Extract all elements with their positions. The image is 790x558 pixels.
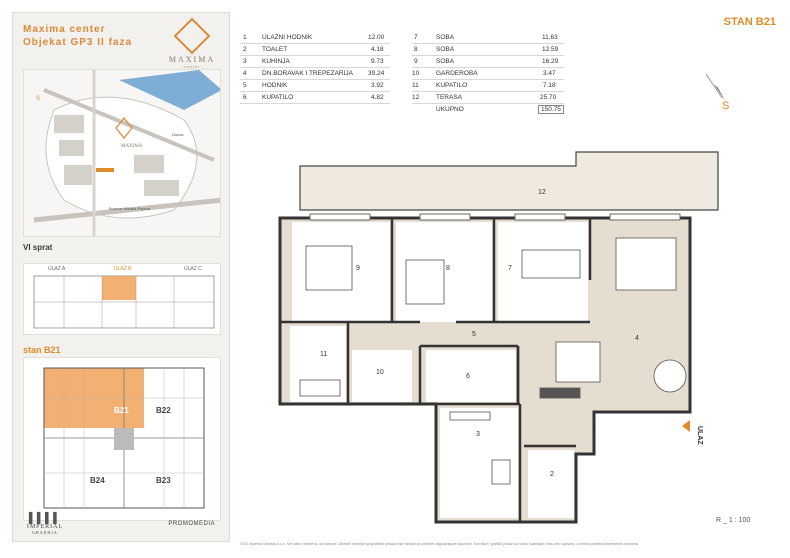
apartment-floor-plan: 12 9 8 7 4 5 6 10 11 3 1 2 ULAZ <box>278 151 719 524</box>
terrace <box>299 151 719 211</box>
entrance-b-label: ULAZ B <box>114 266 132 272</box>
room-2-toilet <box>528 450 574 518</box>
compass-label: S <box>722 100 730 112</box>
apartment-title: STAN B21 <box>723 16 776 28</box>
room-5-number: 5 <box>472 331 476 338</box>
imperial-name: IMPERIAL <box>26 524 64 530</box>
locator-drawing <box>43 367 205 509</box>
entrance-label: ULAZ <box>696 426 703 445</box>
promo-label: PROMOMEDIA <box>168 521 215 527</box>
room-9-number: 9 <box>356 265 360 272</box>
map-direction: S <box>36 96 40 102</box>
floor-overview: ULAZ A ULAZ B ULAZ C <box>23 263 221 335</box>
room-6-number: 6 <box>466 373 470 380</box>
room-10-wardrobe <box>352 350 412 402</box>
maxima-logo: MAXIMA center <box>163 17 221 71</box>
compass-icon <box>705 73 726 102</box>
room-8-number: 8 <box>446 265 450 272</box>
imperial-sub: GRADNJA <box>32 530 58 535</box>
unit-b22-label: B22 <box>156 406 171 415</box>
floor-label: VI sprat <box>23 243 53 252</box>
entrance-a-label: ULAZ A <box>48 266 66 272</box>
project-title: Maxima center Objekat GP3 II faza <box>23 23 132 49</box>
floor-overview-drawing <box>33 275 215 329</box>
disclaimer-text: ©GD Imperial Gradnja d.o.o. Sve slike ve… <box>240 542 639 546</box>
map-drawing: MAXIMA Dunav Bulevar Mihaila Pupina S <box>24 70 220 236</box>
project-title-line1: Maxima center <box>23 24 106 35</box>
room-7-number: 7 <box>508 265 512 272</box>
room-12-number: 12 <box>538 189 546 196</box>
room-6-bathroom <box>426 350 516 402</box>
columns-icon: ▌▌▌▌ <box>28 513 62 524</box>
logo-sub: center <box>183 64 201 69</box>
room-10-number: 10 <box>376 369 384 376</box>
location-map: MAXIMA Dunav Bulevar Mihaila Pupina S <box>23 69 221 237</box>
room-2-number: 2 <box>550 471 554 478</box>
total-area: 150.75 <box>538 105 564 114</box>
total-label: UKUPNO <box>436 106 464 113</box>
entrance-c-label: ULAZ C <box>184 266 202 272</box>
scale-label: R _ 1 : 100 <box>716 517 751 524</box>
unit-b23-label: B23 <box>156 476 171 485</box>
room-3-number: 3 <box>476 431 480 438</box>
unit-b24-label: B24 <box>90 476 105 485</box>
logo-name: MAXIMA <box>168 55 216 64</box>
room-1-number: 1 <box>592 425 596 432</box>
diamond-icon <box>173 17 211 55</box>
room-4-number: 4 <box>635 335 639 342</box>
unit-b21-label: B21 <box>114 406 129 415</box>
entrance-arrow-icon <box>682 420 690 432</box>
apartment-label: stan B21 <box>23 345 61 355</box>
svg-text:MAXIMA: MAXIMA <box>121 144 143 149</box>
info-panel: Maxima center Objekat GP3 II faza MAXIMA… <box>12 12 230 542</box>
street-label-1: Dunav <box>172 132 184 137</box>
project-title-line2: Objekat GP3 II faza <box>23 37 133 48</box>
imperial-logo: ▌▌▌▌ IMPERIAL GRADNJA <box>25 513 65 535</box>
apartment-locator: B21 B22 B24 B23 <box>23 357 221 521</box>
street-label-2: Bulevar Mihaila Pupina <box>109 206 151 211</box>
location-marker <box>96 168 114 172</box>
room-11-number: 11 <box>320 351 327 358</box>
